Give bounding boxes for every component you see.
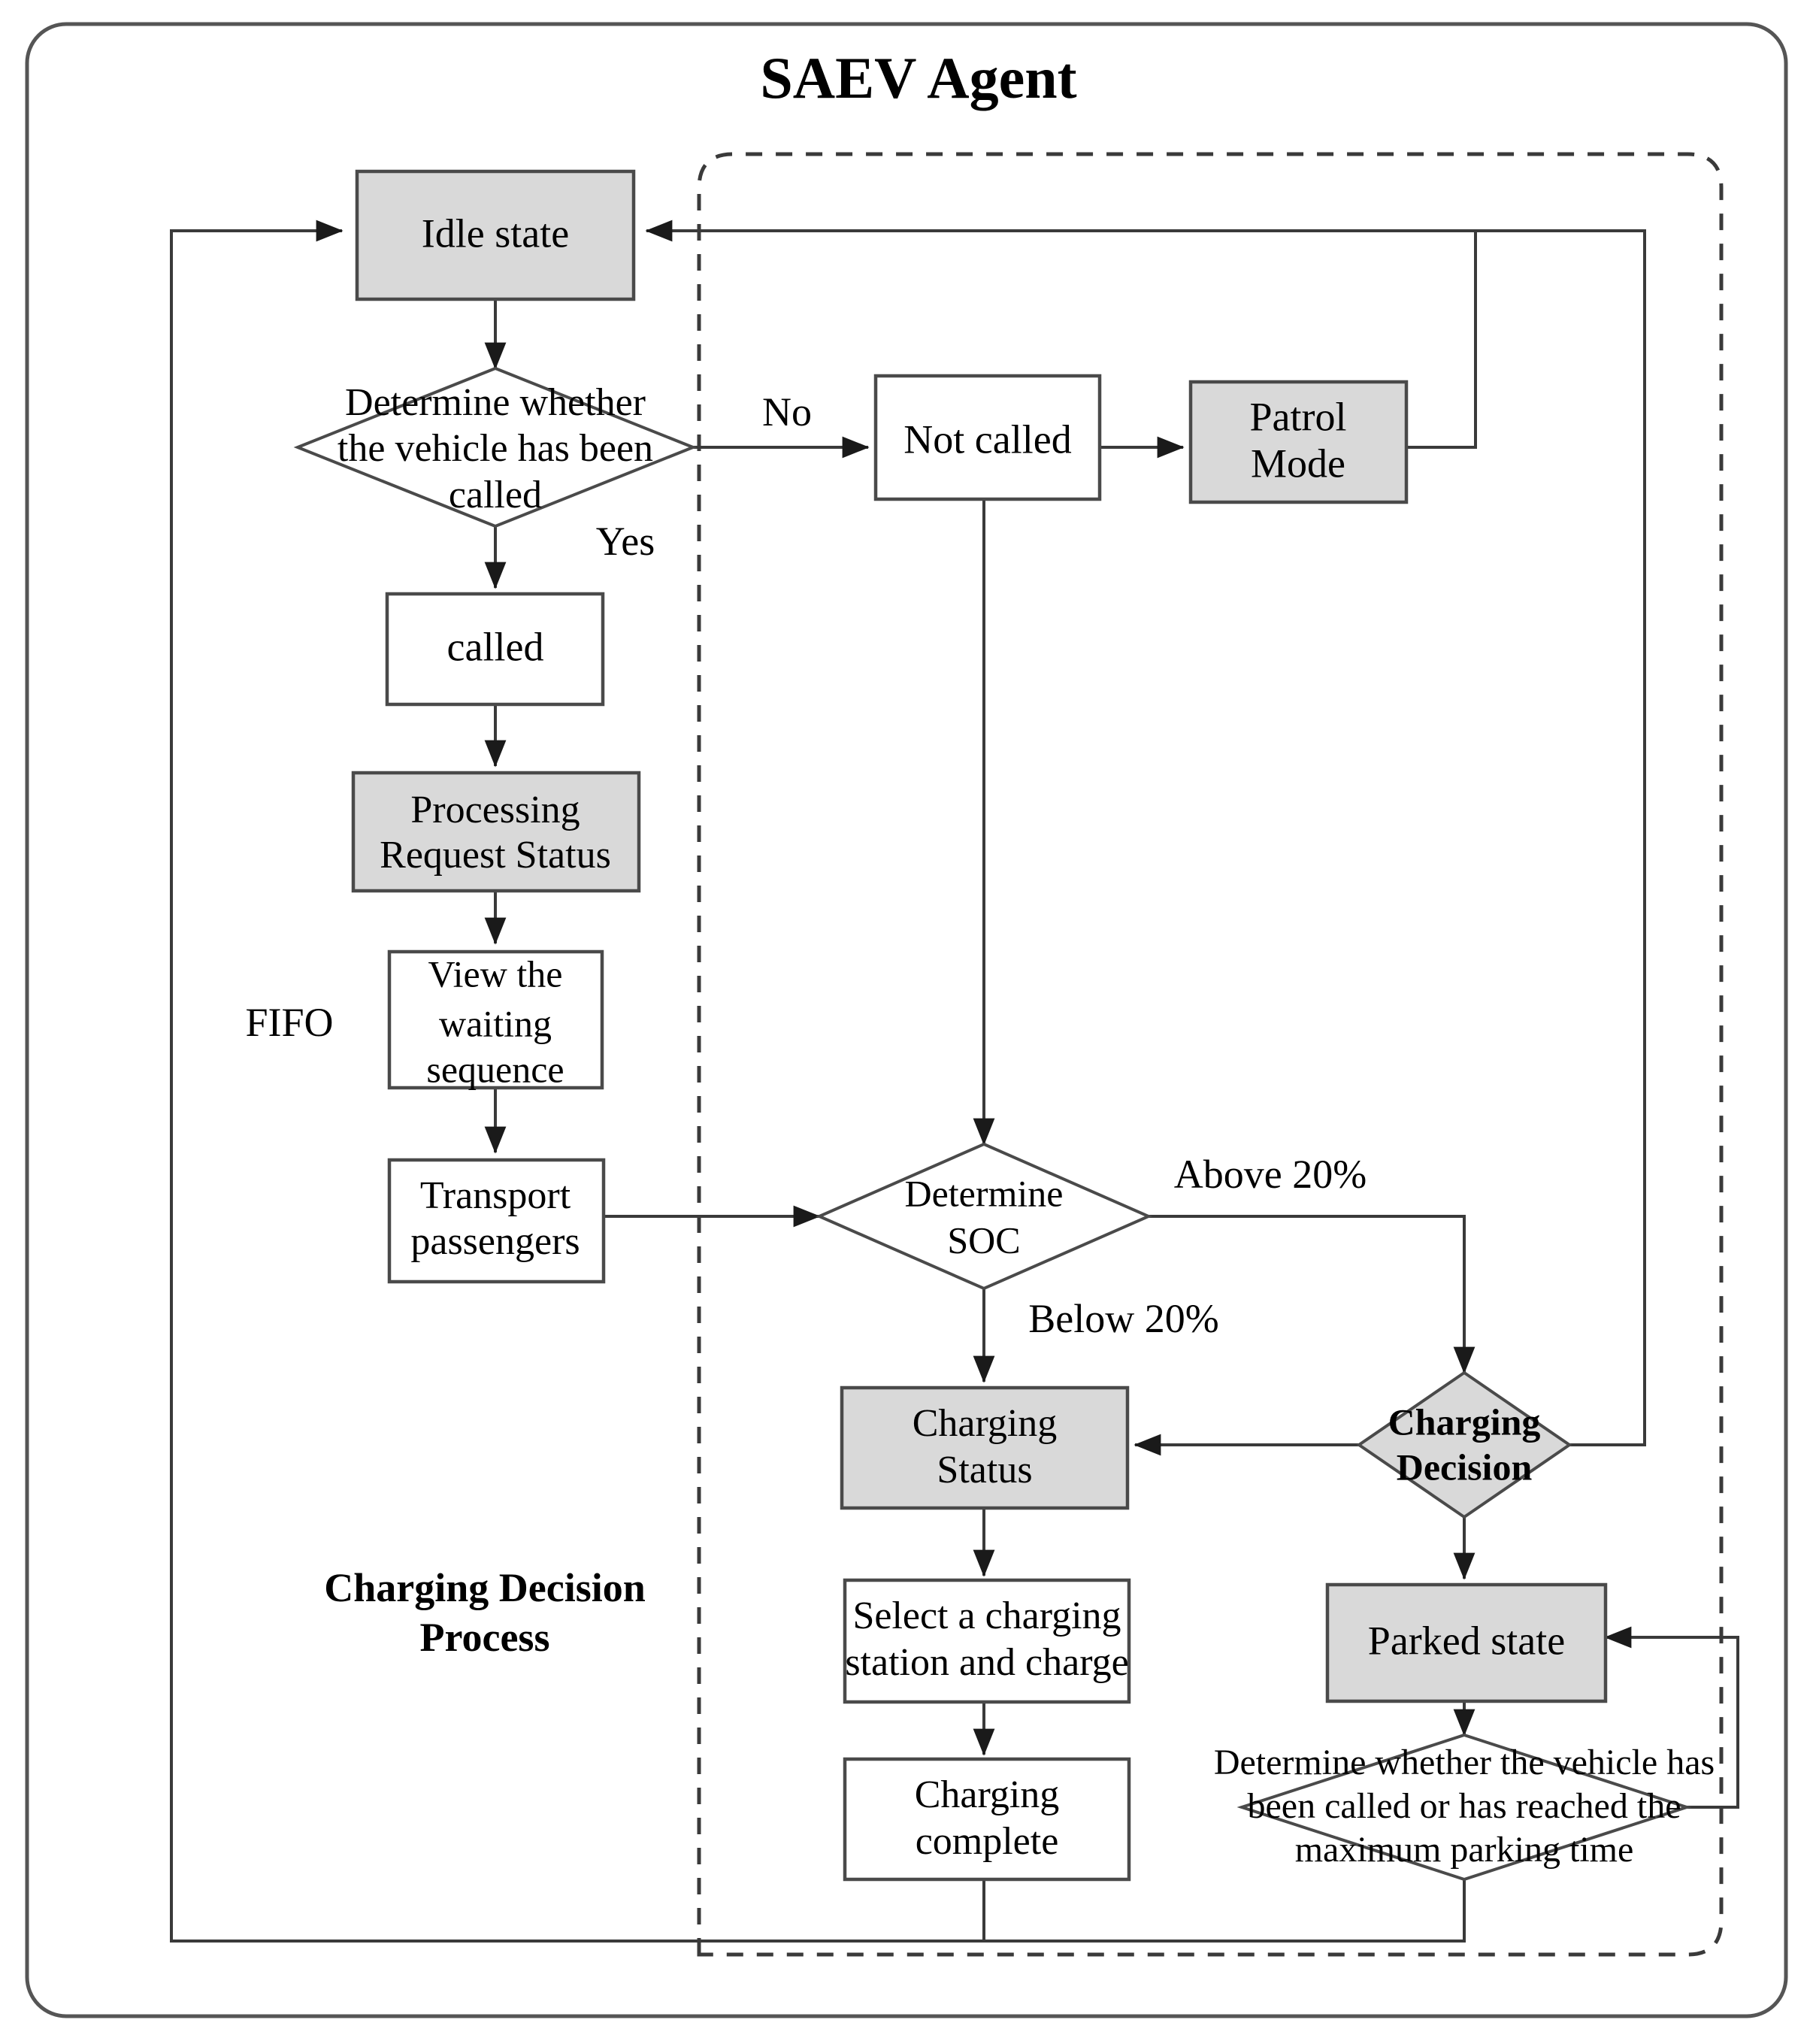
node-charging-status[interactable]: Charging Status	[840, 1385, 1130, 1510]
soc-line1: Determine	[904, 1172, 1063, 1214]
subgroup-label-line1: Charging Decision	[324, 1565, 646, 1610]
determine-called-line3: called	[449, 474, 542, 516]
charging-decision-line2: Decision	[1397, 1446, 1533, 1488]
edge-label-above20: Above 20%	[1174, 1152, 1367, 1197]
charging-status-line1: Charging	[913, 1402, 1058, 1445]
node-charging-decision[interactable]: Charging Decision	[1356, 1370, 1572, 1519]
node-not-called[interactable]: Not called	[873, 374, 1102, 501]
transport-line2: passengers	[410, 1220, 580, 1263]
node-transport-passengers[interactable]: Transport passengers	[387, 1158, 606, 1284]
edge-parkedexit-to-parked	[1604, 1626, 1739, 1809]
edge-soc-to-chargingdecision	[1149, 1215, 1476, 1374]
select-station-line2: station and charge	[845, 1641, 1128, 1684]
edge-chargingdecision-to-idle	[1476, 229, 1646, 1446]
transport-line1: Transport	[420, 1174, 571, 1217]
agent-dashed-region	[697, 152, 1724, 1957]
node-determine-parked-exit[interactable]: Determine whether the vehicle has been c…	[1214, 1733, 1715, 1882]
called-label: called	[447, 624, 544, 669]
node-determine-called[interactable]: Determine whether the vehicle has been c…	[293, 366, 698, 528]
parked-exit-line2: been called or has reached the	[1247, 1786, 1681, 1826]
processing-line1: Processing	[410, 789, 580, 831]
view-line1: View the	[428, 952, 563, 995]
parked-exit-line3: maximum parking time	[1295, 1830, 1634, 1870]
subgroup-label-line2: Process	[420, 1615, 550, 1660]
charging-status-line2: Status	[937, 1449, 1032, 1491]
patrol-mode-line1: Patrol	[1250, 394, 1347, 439]
node-view-waiting-sequence[interactable]: View the waiting sequence	[387, 949, 604, 1090]
parked-state-label: Parked state	[1368, 1618, 1565, 1663]
select-station-line1: Select a charging	[852, 1594, 1121, 1637]
determine-called-line1: Determine whether	[345, 381, 646, 424]
node-select-station[interactable]: Select a charging station and charge	[843, 1578, 1131, 1704]
node-called[interactable]: called	[385, 592, 605, 707]
edge-patrol-to-idle	[645, 220, 1477, 449]
processing-line2: Request Status	[380, 834, 611, 877]
node-determine-soc[interactable]: Determine SOC	[816, 1142, 1152, 1291]
edge-label-no: No	[762, 389, 812, 435]
view-line2: waiting	[439, 1002, 552, 1044]
node-processing-request[interactable]: Processing Request Status	[351, 771, 641, 893]
node-charging-complete[interactable]: Charging complete	[843, 1757, 1131, 1882]
edge-label-below20: Below 20%	[1028, 1296, 1218, 1341]
charging-complete-line2: complete	[916, 1820, 1059, 1863]
outer-frame	[25, 22, 1788, 2018]
edge-label-yes: Yes	[596, 519, 655, 564]
idle-state-label: Idle state	[422, 210, 569, 256]
determine-called-line2: the vehicle has been	[337, 427, 653, 470]
patrol-mode-line2: Mode	[1251, 441, 1345, 486]
parked-exit-line1: Determine whether the vehicle has	[1214, 1743, 1715, 1782]
charging-decision-line1: Charging	[1388, 1401, 1541, 1443]
diagram-title: SAEV Agent	[760, 45, 1076, 111]
node-patrol-mode[interactable]: Patrol Mode	[1188, 380, 1409, 504]
not-called-label: Not called	[903, 416, 1071, 462]
edge-parkedexit-to-idle	[170, 220, 1466, 1943]
fifo-label: FIFO	[245, 1000, 333, 1045]
soc-line2: SOC	[947, 1219, 1020, 1261]
node-idle-state[interactable]: Idle state	[355, 169, 636, 301]
charging-complete-line1: Charging	[915, 1773, 1060, 1816]
view-line3: sequence	[426, 1048, 564, 1090]
node-parked-state[interactable]: Parked state	[1325, 1582, 1608, 1703]
